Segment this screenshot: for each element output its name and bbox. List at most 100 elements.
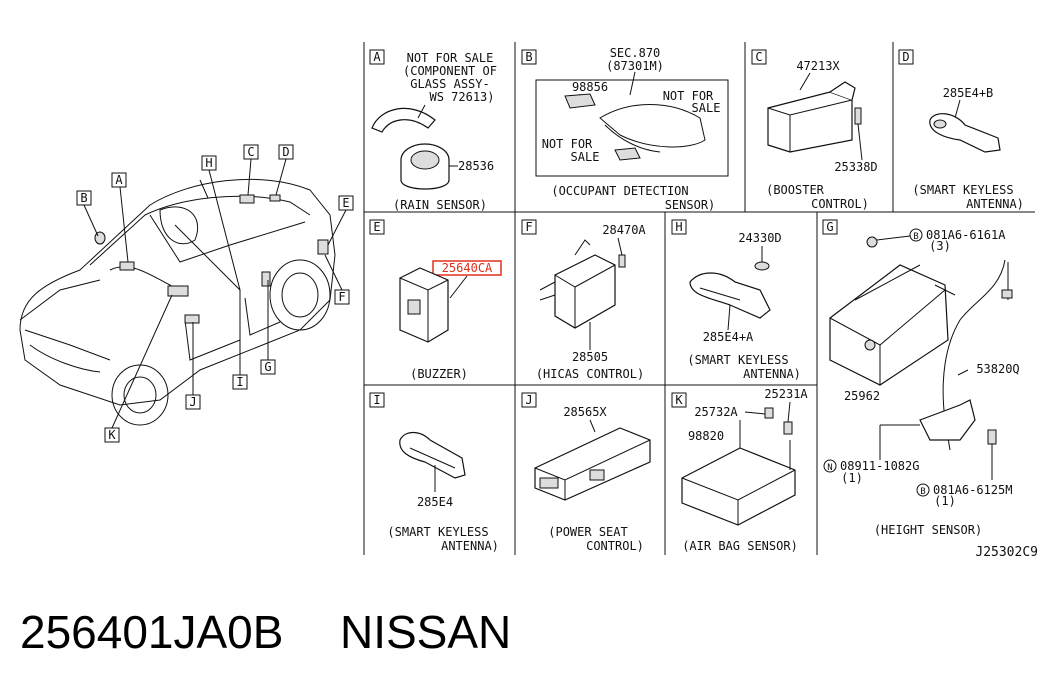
car-callout-j: J (185, 394, 201, 410)
svg-text:B: B (525, 50, 532, 64)
svg-text:98856: 98856 (572, 80, 608, 94)
panel-d: D 285E4+B (SMART KEYLESS ANTENNA) (898, 49, 1024, 211)
car-callout-k: K (104, 427, 120, 443)
panel-j: J 28565X (POWER SEAT CONTROL) (521, 392, 651, 553)
svg-text:(OCCUPANT DETECTION: (OCCUPANT DETECTION (551, 184, 688, 198)
svg-text:ANTENNA): ANTENNA) (743, 367, 801, 381)
part-number-caption: 256401JA0B (20, 606, 283, 658)
svg-text:25962: 25962 (844, 389, 880, 403)
svg-text:08911-1082G: 08911-1082G (840, 459, 919, 473)
svg-text:F: F (338, 290, 345, 304)
car-callout-c: C (243, 144, 259, 160)
svg-text:(87301M): (87301M) (606, 59, 664, 73)
car-callout-g: G (260, 359, 276, 375)
svg-text:SENSOR): SENSOR) (665, 198, 716, 212)
svg-text:I: I (373, 393, 380, 407)
svg-text:25231A: 25231A (764, 387, 808, 401)
svg-text:(SMART KEYLESS: (SMART KEYLESS (387, 525, 488, 539)
svg-text:25338D: 25338D (834, 160, 877, 174)
car-callout-b: B (76, 190, 92, 206)
svg-text:CONTROL): CONTROL) (586, 539, 644, 553)
svg-text:F: F (525, 220, 532, 234)
svg-text:NOT FOR: NOT FOR (542, 137, 593, 151)
svg-text:24330D: 24330D (738, 231, 781, 245)
svg-text:G: G (826, 220, 833, 234)
svg-text:(1): (1) (841, 471, 863, 485)
svg-text:(COMPONENT OF: (COMPONENT OF (403, 64, 497, 78)
svg-text:(AIR BAG SENSOR): (AIR BAG SENSOR) (682, 539, 798, 553)
svg-text:(SMART KEYLESS: (SMART KEYLESS (912, 183, 1013, 197)
panel-e: E 25640CA (BUZZER) (369, 219, 502, 381)
car-callout-h: H (201, 155, 217, 171)
panel-f: F 28470A 28505 (HICAS CONTROL) (521, 219, 646, 381)
svg-text:285E4+A: 285E4+A (703, 330, 754, 344)
svg-text:H: H (675, 220, 682, 234)
svg-text:(3): (3) (929, 239, 951, 253)
svg-text:28470A: 28470A (602, 223, 646, 237)
svg-text:E: E (373, 220, 380, 234)
panel-k: K 25231A 25732A 98820 (AIR BAG SENSOR) (671, 387, 808, 553)
svg-text:(POWER SEAT: (POWER SEAT (548, 525, 627, 539)
svg-text:CONTROL): CONTROL) (811, 197, 869, 211)
svg-text:28536: 28536 (458, 159, 494, 173)
panel-b: B SEC.870 (87301M) 98856 NOT FOR SALE NO… (521, 46, 729, 212)
panel-h: H 24330D 285E4+A (SMART KEYLESS ANTENNA) (671, 219, 801, 381)
svg-text:NOT FOR: NOT FOR (663, 89, 714, 103)
car-callout-d: D (278, 144, 294, 160)
panel-i: I 285E4 (SMART KEYLESS ANTENNA) (369, 392, 499, 553)
svg-text:(BOOSTER: (BOOSTER (766, 183, 825, 197)
svg-text:98820: 98820 (688, 429, 724, 443)
svg-text:ANTENNA): ANTENNA) (441, 539, 499, 553)
svg-text:WS 72613): WS 72613) (429, 90, 494, 104)
callout-leaders (83, 158, 347, 429)
svg-text:C: C (247, 145, 254, 159)
svg-text:SALE: SALE (692, 101, 721, 115)
highlighted-part-number (432, 260, 502, 276)
svg-text:A: A (373, 50, 381, 64)
car-callout-e: E (338, 195, 354, 211)
svg-text:N: N (827, 463, 832, 473)
svg-text:(RAIN SENSOR): (RAIN SENSOR) (393, 198, 487, 212)
svg-text:B: B (913, 232, 918, 242)
svg-text:28505: 28505 (572, 350, 608, 364)
panel-g: G B 081A6-6161A (3) 25962 53820Q N 08911… (822, 219, 1020, 537)
svg-text:K: K (108, 428, 116, 442)
svg-text:B: B (80, 191, 87, 205)
svg-text:47213X: 47213X (796, 59, 840, 73)
brand-caption: NISSAN (340, 606, 511, 658)
svg-text:285E4+B: 285E4+B (943, 86, 994, 100)
panel-grid (363, 42, 1035, 555)
svg-text:(HICAS CONTROL): (HICAS CONTROL) (536, 367, 644, 381)
car-callout-f: F (334, 289, 350, 305)
svg-text:081A6-6161A: 081A6-6161A (926, 228, 1006, 242)
svg-text:GLASS ASSY-: GLASS ASSY- (410, 77, 489, 91)
panel-c: C 47213X 25338D (BOOSTER CONTROL) (751, 49, 878, 211)
svg-text:(1): (1) (934, 494, 956, 508)
svg-text:53820Q: 53820Q (976, 362, 1019, 376)
svg-text:28565X: 28565X (563, 405, 607, 419)
svg-text:J: J (189, 395, 196, 409)
svg-text:ANTENNA): ANTENNA) (966, 197, 1024, 211)
svg-text:D: D (902, 50, 909, 64)
car-callout-a: A (111, 172, 127, 188)
svg-text:(SMART KEYLESS: (SMART KEYLESS (687, 353, 788, 367)
svg-text:H: H (205, 156, 212, 170)
svg-text:I: I (236, 375, 243, 389)
svg-text:B: B (920, 487, 925, 497)
svg-text:(BUZZER): (BUZZER) (410, 367, 468, 381)
svg-text:081A6-6125M: 081A6-6125M (933, 483, 1012, 497)
svg-text:(HEIGHT SENSOR): (HEIGHT SENSOR) (874, 523, 982, 537)
svg-text:E: E (342, 196, 349, 210)
vehicle-illustration (19, 178, 336, 426)
svg-text:C: C (755, 50, 762, 64)
svg-text:25732A: 25732A (694, 405, 738, 419)
svg-text:25640CA: 25640CA (442, 261, 493, 275)
svg-text:SALE: SALE (571, 150, 600, 164)
svg-text:K: K (675, 393, 683, 407)
panel-a: A NOT FOR SALE (COMPONENT OF GLASS ASSY-… (369, 49, 497, 212)
svg-text:J: J (525, 393, 532, 407)
svg-text:SEC.870: SEC.870 (610, 46, 661, 60)
svg-text:NOT FOR SALE: NOT FOR SALE (407, 51, 494, 65)
svg-text:D: D (282, 145, 289, 159)
